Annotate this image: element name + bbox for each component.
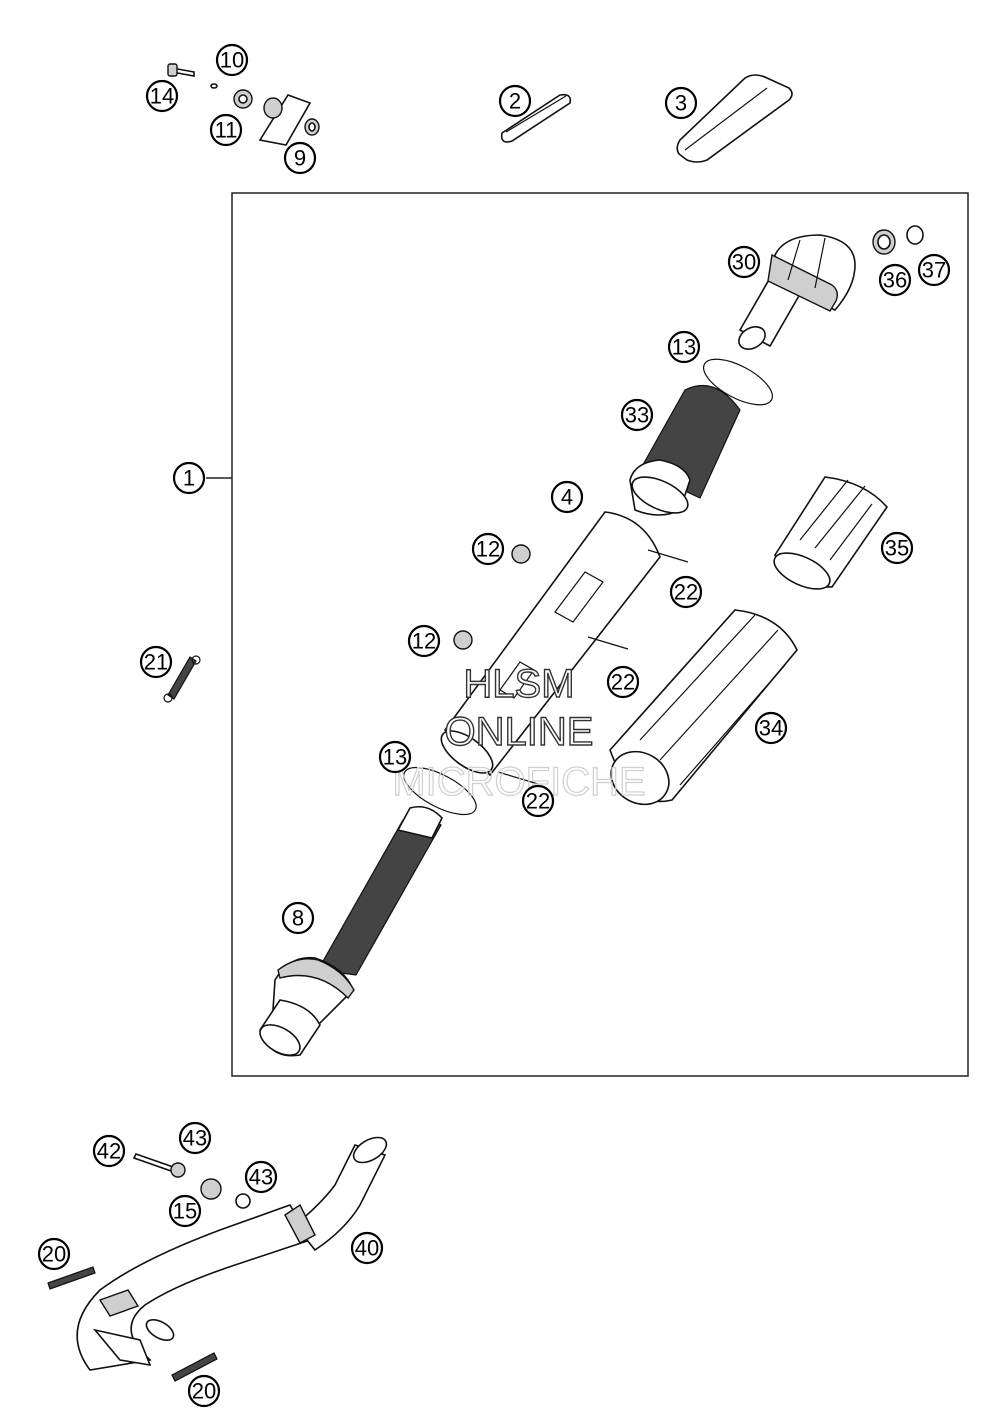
watermark-line-1: HLSM <box>463 662 574 706</box>
svg-text:37: 37 <box>922 258 946 283</box>
callout-21: 21 <box>139 645 173 679</box>
rivet-22-a <box>647 549 689 563</box>
callout-20-bottom: 20 <box>187 1374 221 1408</box>
callout-1: 1 <box>172 461 206 495</box>
callout-36: 36 <box>878 263 912 297</box>
heat-pad-3 <box>676 74 793 163</box>
seals-36-37 <box>872 225 924 255</box>
callout-22-bottom: 22 <box>521 784 555 818</box>
assembly-frame <box>231 192 969 1077</box>
svg-text:22: 22 <box>611 670 635 695</box>
header-hardware <box>132 1153 251 1209</box>
callout-8: 8 <box>281 901 315 935</box>
callout-12-top: 12 <box>471 532 505 566</box>
svg-text:2: 2 <box>509 89 521 114</box>
callout-30: 30 <box>727 245 761 279</box>
watermark-line-2: ONLINE <box>445 710 594 754</box>
inner-mesh-33 <box>629 384 741 516</box>
svg-text:13: 13 <box>672 335 696 360</box>
svg-text:14: 14 <box>150 84 174 109</box>
svg-text:34: 34 <box>759 716 783 741</box>
svg-text:43: 43 <box>183 1126 207 1151</box>
o-ring-13-top <box>703 358 773 406</box>
svg-text:42: 42 <box>97 1139 121 1164</box>
svg-text:4: 4 <box>561 485 573 510</box>
callout-43-top: 43 <box>178 1121 212 1155</box>
heat-pad-2 <box>500 93 572 143</box>
svg-text:20: 20 <box>192 1379 216 1404</box>
svg-text:10: 10 <box>220 48 244 73</box>
svg-text:21: 21 <box>144 650 168 675</box>
svg-text:9: 9 <box>294 146 306 171</box>
svg-text:35: 35 <box>885 536 909 561</box>
rivet-22-b <box>587 636 629 650</box>
callout-42: 42 <box>92 1134 126 1168</box>
svg-text:40: 40 <box>355 1236 379 1261</box>
spark-arrestor-8 <box>259 805 443 1057</box>
svg-text:30: 30 <box>732 250 756 275</box>
svg-text:22: 22 <box>674 580 698 605</box>
callout-22-middle: 22 <box>606 665 640 699</box>
spring-21 <box>163 655 201 703</box>
svg-text:12: 12 <box>412 629 436 654</box>
svg-text:36: 36 <box>883 268 907 293</box>
end-cap-30 <box>738 234 856 350</box>
callout-4: 4 <box>550 480 584 514</box>
o-ring-13-bottom <box>403 766 477 816</box>
svg-text:1: 1 <box>183 466 195 491</box>
callout-43-right: 43 <box>244 1160 278 1194</box>
callout-33: 33 <box>620 398 654 432</box>
svg-text:12: 12 <box>476 537 500 562</box>
callout-20-left: 20 <box>37 1237 71 1271</box>
svg-text:13: 13 <box>383 745 407 770</box>
callout-13-bottom: 13 <box>378 740 412 774</box>
callout-9: 9 <box>283 141 317 175</box>
callout-11: 11 <box>209 113 243 147</box>
watermark-line-3: MICROFICHE <box>392 760 645 804</box>
callout-14: 14 <box>145 79 179 113</box>
svg-text:11: 11 <box>215 118 238 143</box>
grommet-12-a <box>511 544 531 564</box>
svg-text:8: 8 <box>292 906 304 931</box>
callout-10: 10 <box>215 43 249 77</box>
callout-12-bottom: 12 <box>407 624 441 658</box>
callout-15: 15 <box>168 1194 202 1228</box>
svg-text:33: 33 <box>625 403 649 428</box>
callout-13-top: 13 <box>667 330 701 364</box>
muffler-body-4 <box>440 511 661 777</box>
svg-text:20: 20 <box>42 1242 66 1267</box>
mount-hardware <box>167 63 320 146</box>
callout-22-top: 22 <box>669 575 703 609</box>
svg-text:22: 22 <box>526 789 550 814</box>
callout-35: 35 <box>880 531 914 565</box>
svg-text:15: 15 <box>173 1199 197 1224</box>
rivet-22-c <box>497 771 539 785</box>
callout-40: 40 <box>350 1231 384 1265</box>
grommet-12-b <box>453 630 473 650</box>
header-pipe-40 <box>76 1136 388 1371</box>
callout-37: 37 <box>917 253 951 287</box>
callout-34: 34 <box>754 711 788 745</box>
svg-text:43: 43 <box>249 1165 273 1190</box>
callout-3: 3 <box>664 86 698 120</box>
spring-20-b <box>171 1352 218 1382</box>
spring-20-a <box>47 1266 96 1290</box>
callout-2: 2 <box>498 84 532 118</box>
svg-text:3: 3 <box>675 91 687 116</box>
